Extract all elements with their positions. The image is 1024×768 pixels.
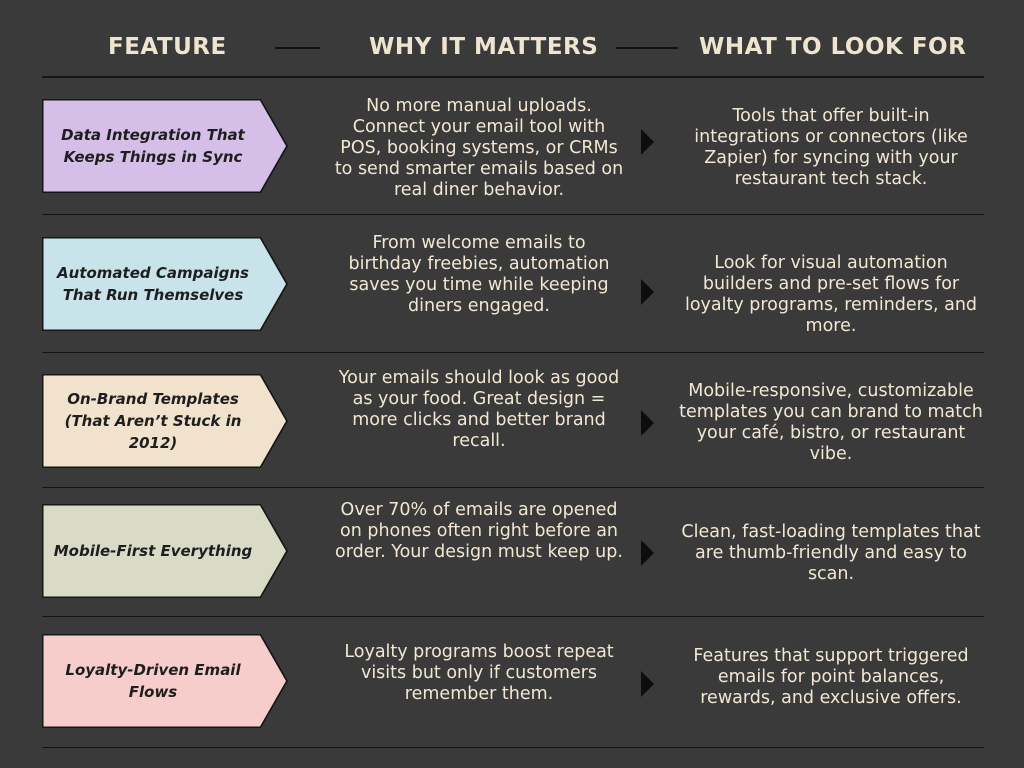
header-why-it-matters: WHY IT MATTERS [369,34,599,60]
header-feature: FEATURE [108,34,227,60]
what-to-look-for-text: Look for visual automation builders and … [684,253,978,336]
why-it-matters-text: From welcome emails to birthday freebies… [348,233,610,316]
table-header: FEATURE WHY IT MATTERS WHAT TO LOOK FOR [0,30,1024,66]
header-what-to-look-for: WHAT TO LOOK FOR [699,34,967,60]
row-divider [42,616,984,617]
feature-tag: Mobile-First Everything [42,504,288,598]
feature-tag-fill: Data Integration That Keeps Things in Sy… [42,99,288,193]
why-it-matters-text: Loyalty programs boost repeat visits but… [344,642,614,704]
feature-tag: Data Integration That Keeps Things in Sy… [42,99,288,193]
header-divider [616,47,678,49]
feature-label: Automated Campaigns That Run Themselves [57,264,249,304]
feature-tag: Loyalty-Driven Email Flows [42,634,288,728]
why-it-matters-text: Your emails should look as good as your … [338,368,620,451]
what-to-look-for-text: Clean, fast-loading templates that are t… [681,522,981,584]
arrow-right-icon [641,279,654,305]
arrow-right-icon [641,129,654,155]
feature-label: Loyalty-Driven Email Flows [65,661,241,701]
row-divider [42,352,984,353]
feature-tag-fill: On-Brand Templates (That Aren’t Stuck in… [42,374,288,468]
feature-label: On-Brand Templates (That Aren’t Stuck in… [64,390,242,452]
row-divider [42,214,984,215]
feature-label: Mobile-First Everything [53,542,253,560]
feature-tag-fill: Mobile-First Everything [42,504,288,598]
feature-tag-fill: Automated Campaigns That Run Themselves [42,237,288,331]
why-it-matters-text: Over 70% of emails are opened on phones … [335,500,623,562]
what-to-look-for-text: Tools that offer built-in integrations o… [694,106,968,189]
feature-tag: Automated Campaigns That Run Themselves [42,237,288,331]
header-rule [42,76,984,78]
header-divider [275,47,320,49]
arrow-right-icon [641,540,654,566]
arrow-right-icon [641,671,654,697]
what-to-look-for-text: Mobile-responsive, customizable template… [679,381,983,464]
arrow-right-icon [641,410,654,436]
why-it-matters-text: No more manual uploads. Connect your ema… [334,96,624,200]
feature-label: Data Integration That Keeps Things in Sy… [61,126,245,166]
what-to-look-for-text: Features that support triggered emails f… [693,646,969,708]
feature-tag-fill: Loyalty-Driven Email Flows [42,634,288,728]
row-divider [42,487,984,488]
row-divider [42,747,984,748]
feature-tag: On-Brand Templates (That Aren’t Stuck in… [42,374,288,468]
